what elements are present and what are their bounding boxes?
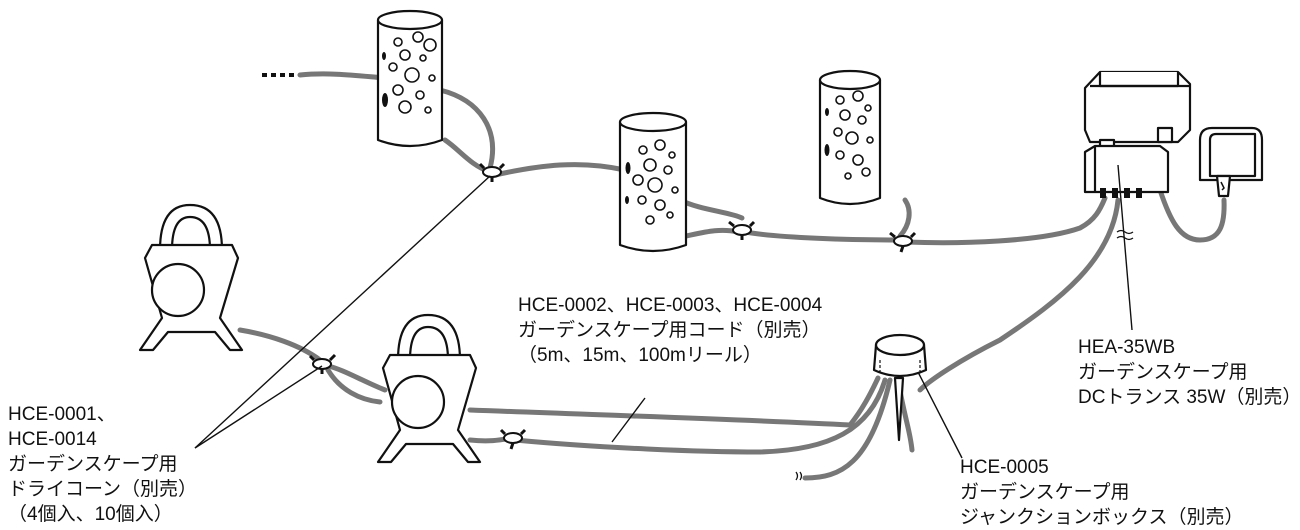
cords bbox=[237, 71, 1227, 481]
junction-box-label-line: ガーデンスケープ用 bbox=[960, 482, 1130, 503]
dry-cone-label-line: HCE-0014 bbox=[8, 429, 97, 450]
transformer-label-line: ガーデンスケープ用 bbox=[1078, 362, 1248, 383]
cylinder-light-icon bbox=[818, 69, 882, 206]
junction-box-label: HCE-0005 ガーデンスケープ用 ジャンクションボックス（別売） bbox=[960, 455, 1243, 530]
leader-lines bbox=[194, 164, 1133, 459]
break-marks bbox=[795, 229, 1134, 481]
dry-cone-label-line: ガーデンスケープ用 bbox=[8, 454, 178, 475]
junction-box-icon bbox=[872, 333, 928, 442]
dry-cone-label-line: ドライコーン（別売） bbox=[8, 479, 198, 500]
cord-continuation-dots bbox=[262, 73, 294, 77]
cord-label-line: HCE-0002、HCE-0003、HCE-0004 bbox=[518, 295, 823, 316]
cord-label-line: （5m、15m、100mリール） bbox=[518, 345, 762, 366]
lantern-light-icon bbox=[138, 203, 244, 352]
junction-box-label-line: ジャンクションボックス（別売） bbox=[960, 507, 1244, 528]
dry-cone-connector-icon bbox=[728, 220, 756, 240]
dry-cone-label: HCE-0001、 HCE-0014 ガーデンスケープ用 ドライコーン（別売） … bbox=[8, 402, 197, 527]
transformer-label-line: DCトランス 35W（別売） bbox=[1078, 387, 1300, 408]
dry-cone-connector-icon bbox=[499, 428, 527, 450]
transformer-label: HEA-35WB ガーデンスケープ用 DCトランス 35W（別売） bbox=[1078, 335, 1300, 410]
wall-outlet-icon bbox=[1198, 126, 1264, 198]
dry-cone-label-line: （4個入、10個入） bbox=[8, 504, 173, 525]
transformer-label-line: HEA-35WB bbox=[1078, 337, 1176, 358]
cylinder-light-icon bbox=[376, 9, 444, 148]
dry-cone-connector-icon bbox=[889, 231, 917, 253]
dry-cone-connector-icon bbox=[478, 162, 506, 182]
transformer-icon bbox=[1083, 70, 1192, 198]
cord-label-line: ガーデンスケープ用コード（別売） bbox=[518, 320, 821, 341]
cylinder-light-icon bbox=[618, 111, 688, 253]
dry-cone-connector-icon bbox=[308, 353, 337, 374]
cord-label: HCE-0002、HCE-0003、HCE-0004 ガーデンスケープ用コード（… bbox=[518, 293, 822, 368]
dry-cone-label-line: HCE-0001、 bbox=[8, 404, 116, 425]
junction-box-label-line: HCE-0005 bbox=[960, 457, 1049, 478]
lantern-light-icon bbox=[376, 313, 482, 464]
